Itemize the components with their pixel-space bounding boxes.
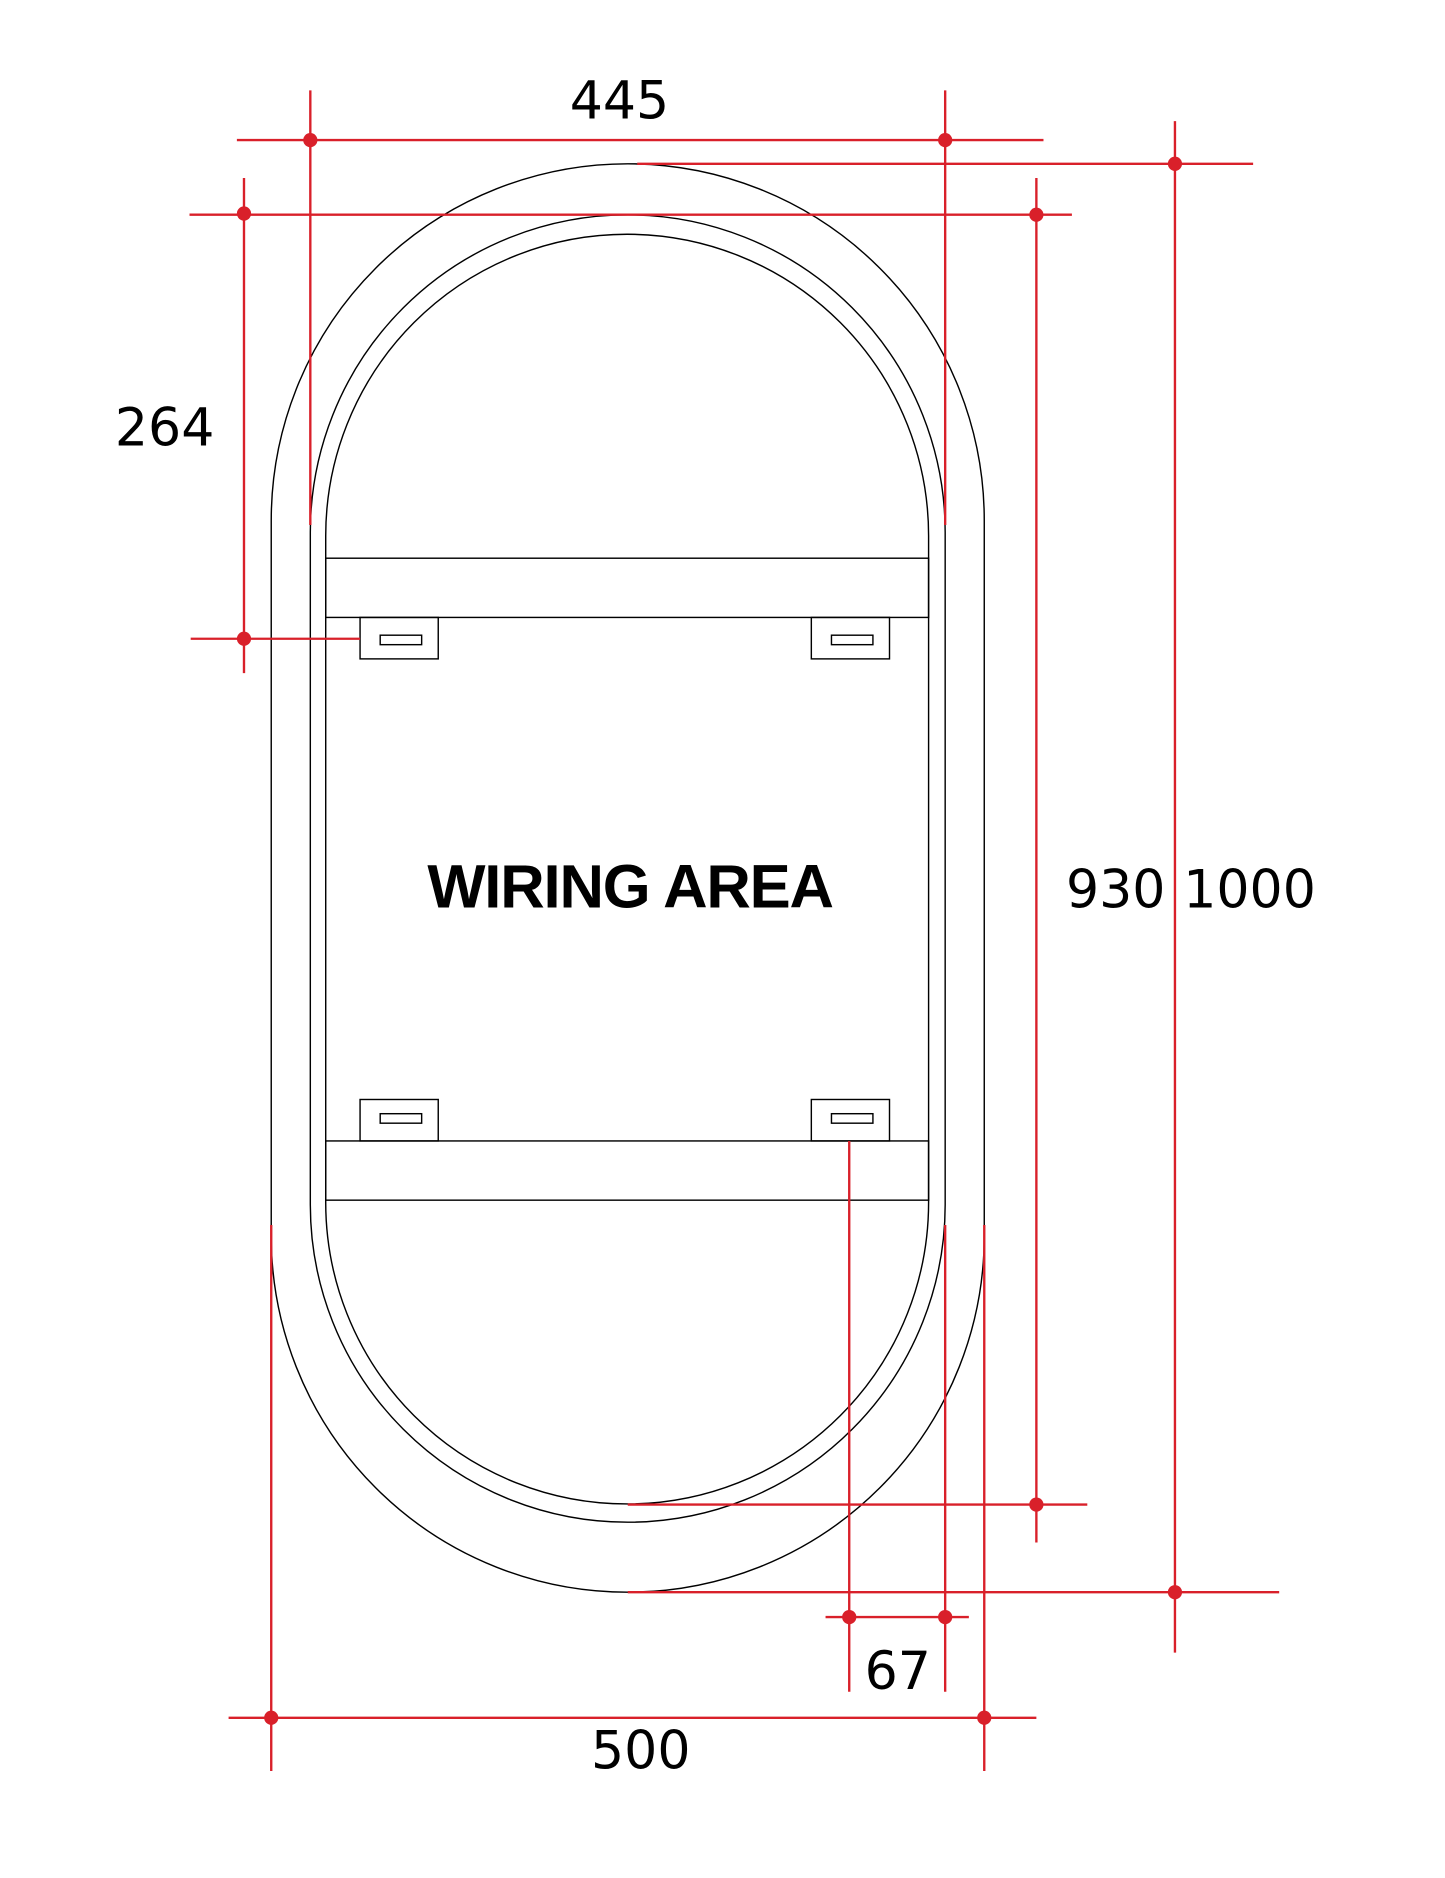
label-445: 445 bbox=[570, 72, 669, 132]
bracket-bottom-left bbox=[359, 1098, 439, 1142]
dimension-264 bbox=[190, 178, 361, 674]
wiring-area-label: WIRING AREA bbox=[427, 852, 832, 921]
label-500: 500 bbox=[591, 1721, 690, 1781]
label-1000: 1000 bbox=[1183, 860, 1316, 920]
middle-outline bbox=[309, 214, 946, 1524]
dimension-930 bbox=[189, 178, 1088, 1543]
bracket-top-right bbox=[810, 616, 891, 660]
label-264: 264 bbox=[115, 398, 214, 458]
dimension-67 bbox=[825, 1140, 969, 1692]
dimension-1000 bbox=[627, 121, 1280, 1653]
bottom-mounting-bar bbox=[325, 1140, 930, 1201]
top-mounting-bar bbox=[325, 557, 930, 619]
bracket-top-left bbox=[359, 616, 439, 660]
dimension-500 bbox=[228, 1225, 1037, 1772]
label-67: 67 bbox=[865, 1642, 931, 1702]
dimension-445 bbox=[236, 90, 1044, 526]
bracket-bottom-right bbox=[810, 1098, 891, 1142]
inner-outline bbox=[325, 233, 930, 1505]
label-930: 930 bbox=[1066, 860, 1165, 920]
